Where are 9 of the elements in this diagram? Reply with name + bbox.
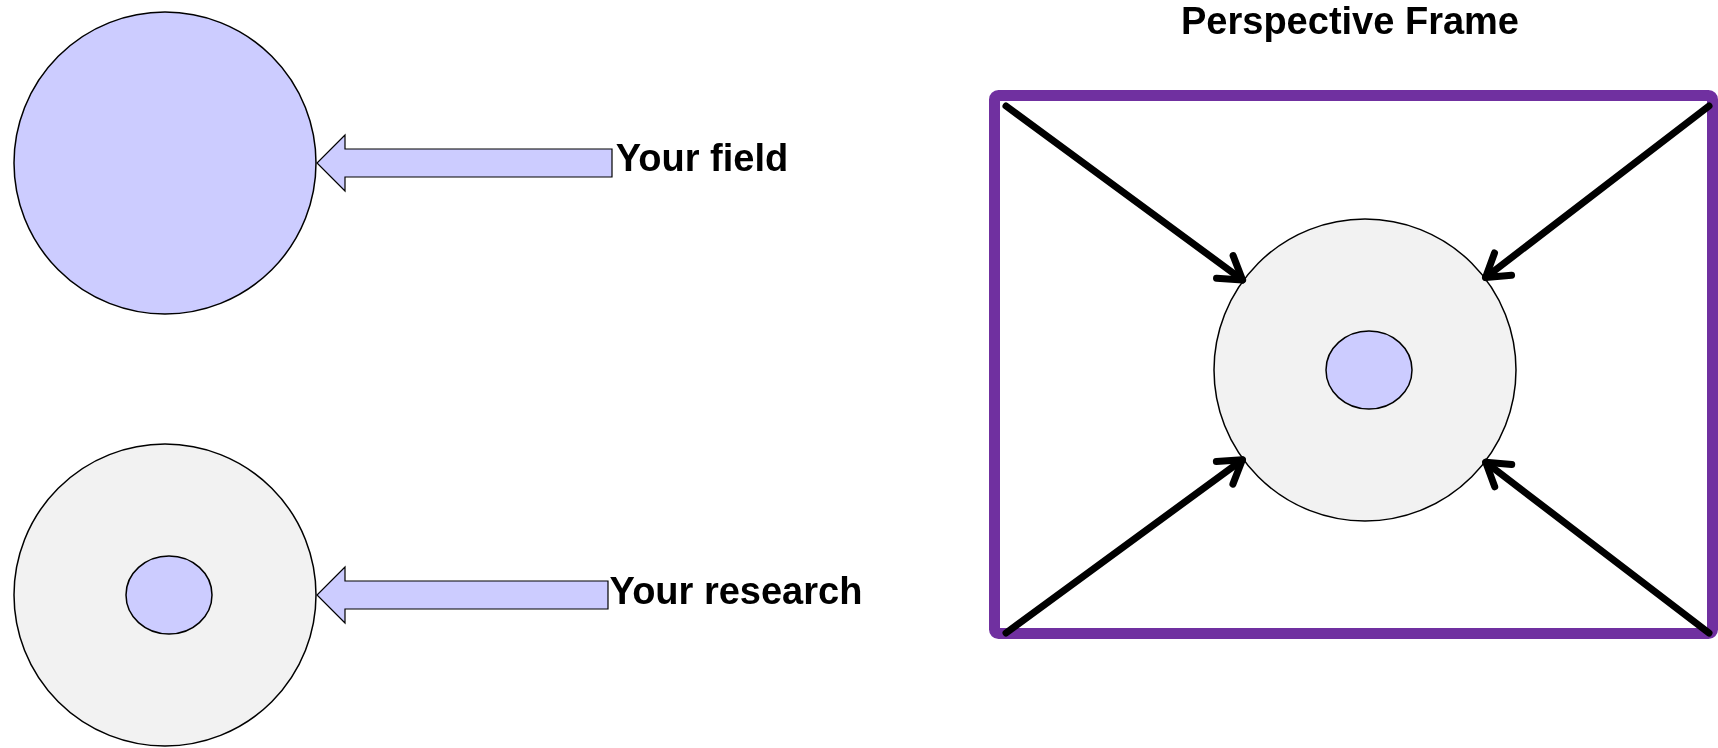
label-text: Your research <box>608 570 864 614</box>
block-arrow <box>316 133 613 193</box>
block-arrow <box>316 565 609 625</box>
arrow <box>1002 102 1247 284</box>
arrow <box>1482 458 1713 637</box>
frame-title: Perspective Frame <box>1180 0 1520 44</box>
label-text: Your field <box>614 137 790 181</box>
arrow <box>1002 456 1246 637</box>
arrow <box>1482 102 1713 281</box>
